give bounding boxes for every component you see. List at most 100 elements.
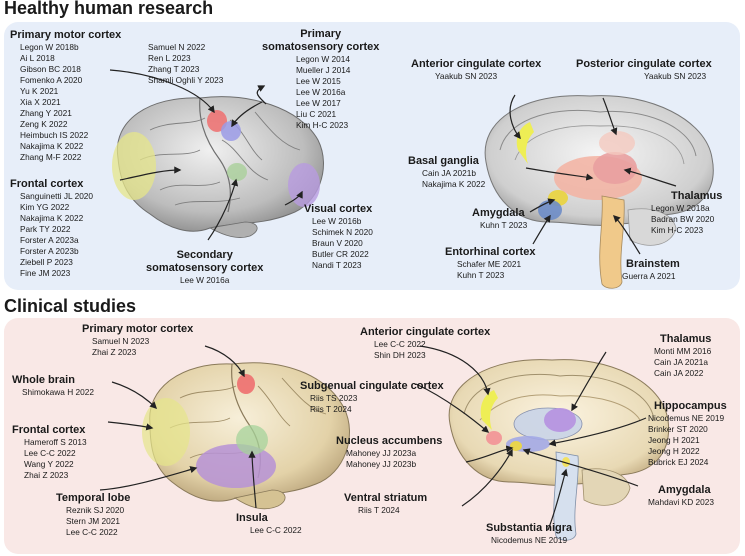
ref-item: Xia X 2021 <box>20 97 61 107</box>
clinical-frontal-region <box>142 398 190 466</box>
healthy-secondary-somato-title-2: somatosensory cortex <box>146 262 264 274</box>
healthy-section-title: Healthy human research <box>4 0 214 18</box>
ref-item: Lee C-C 2022 <box>250 525 302 535</box>
ref-item: Kuhn T 2023 <box>457 270 505 280</box>
clinical-substantia-nigra-label: Substantia nigra Nicodemus NE 2019 <box>486 522 572 546</box>
healthy-thalamus-label: Thalamus Legon W 2018a Badran BW 2020 Ki… <box>651 190 722 236</box>
healthy-motor-extra-label: Samuel N 2022 Ren L 2023 Zhang T 2023 Sh… <box>148 42 223 86</box>
ref-item: Nakajima K 2022 <box>20 141 84 151</box>
ref-item: Zhang T 2023 <box>148 64 200 74</box>
ref-item: Cain JA 2022 <box>654 368 704 378</box>
clinical-frontal-title: Frontal cortex <box>12 424 86 436</box>
healthy-amygdala-label: Amygdala Kuhn T 2023 <box>472 207 527 231</box>
healthy-posterior-cingulate-region <box>599 131 635 155</box>
clinical-insula-title: Insula <box>236 512 268 524</box>
clinical-thalamus-region <box>544 408 576 432</box>
healthy-visual-title: Visual cortex <box>304 203 373 215</box>
clinical-amygdala-label: Amygdala Mahdavi KD 2023 <box>648 484 714 508</box>
ref-item: Park TY 2022 <box>20 224 71 234</box>
healthy-somato-region <box>221 121 241 141</box>
ref-item: Gibson BC 2018 <box>20 64 81 74</box>
clinical-substantia-nigra-title: Substantia nigra <box>486 522 573 534</box>
clinical-ventral-striatum-label: Ventral striatum Riis T 2024 <box>344 492 427 516</box>
ref-item: Yu K 2021 <box>20 86 59 96</box>
healthy-anterior-cingulate-label: Anterior cingulate cortex Yaakub SN 2023 <box>411 58 541 82</box>
healthy-posterior-cingulate-label: Posterior cingulate cortex Yaakub SN 202… <box>576 58 712 82</box>
ref-item: Zhai Z 2023 <box>24 470 69 480</box>
clinical-arrows <box>99 345 647 531</box>
ref-item: Lee W 2017 <box>296 98 341 108</box>
ref-item: Schafer ME 2021 <box>457 259 522 269</box>
ref-item: Lee W 2016a <box>180 275 230 285</box>
ref-item: Nakajima K 2022 <box>422 179 486 189</box>
ref-item: Hameroff S 2013 <box>24 437 87 447</box>
ref-item: Legon W 2018a <box>651 203 710 213</box>
ref-item: Liu C 2021 <box>296 109 337 119</box>
ref-item: Monti MM 2016 <box>654 346 712 356</box>
ref-item: Butler CR 2022 <box>312 249 369 259</box>
ref-item: Kim H-C 2023 <box>296 120 349 130</box>
ref-item: Lee W 2016b <box>312 216 362 226</box>
ref-item: Samuel N 2022 <box>148 42 206 52</box>
ref-item: Samuel N 2023 <box>92 336 150 346</box>
ref-item: Kuhn T 2023 <box>480 220 528 230</box>
ref-item: Lee W 2016a <box>296 87 346 97</box>
ref-item: Lee W 2015 <box>296 76 341 86</box>
clinical-insula-label: Insula Lee C-C 2022 <box>236 512 302 536</box>
ref-item: Lee C-C 2022 <box>66 527 118 537</box>
healthy-secondary-somato-title-1: Secondary <box>176 249 233 261</box>
healthy-amygdala-title: Amygdala <box>472 207 525 219</box>
healthy-brainstem-title: Brainstem <box>626 258 680 270</box>
clinical-thalamus-label: Thalamus Monti MM 2016 Cain JA 2021a Cai… <box>654 333 711 379</box>
ref-item: Ren L 2023 <box>148 53 191 63</box>
healthy-arrows <box>109 69 677 255</box>
clinical-anterior-cingulate-label: Anterior cingulate cortex Lee C-C 2022 S… <box>360 326 490 361</box>
clinical-temporal-label: Temporal lobe Reznik SJ 2020 Stern JM 20… <box>56 492 130 538</box>
ref-item: Shamli Oghli Y 2023 <box>148 75 224 85</box>
healthy-primary-somato-title-2: somatosensory cortex <box>262 41 380 53</box>
clinical-amygdala-region <box>510 441 522 451</box>
ref-item: Zhang M-F 2022 <box>20 152 82 162</box>
healthy-anterior-cingulate-region <box>516 122 534 164</box>
ref-item: Ai L 2018 <box>20 53 55 63</box>
healthy-brainstem-region <box>599 195 625 289</box>
clinical-subgenual-region <box>486 431 502 445</box>
ref-item: Fomenko A 2020 <box>20 75 83 85</box>
clinical-anterior-cingulate-region <box>480 390 498 430</box>
clinical-whole-brain-title: Whole brain <box>12 374 75 386</box>
clinical-thalamus-title: Thalamus <box>660 333 712 345</box>
healthy-thalamus-title: Thalamus <box>671 190 723 202</box>
ref-item: Stern JM 2021 <box>66 516 120 526</box>
ref-item: Jeong H 2021 <box>648 435 700 445</box>
clinical-primary-motor-label: Primary motor cortex Samuel N 2023 Zhai … <box>82 323 193 358</box>
healthy-anterior-cingulate-title: Anterior cingulate cortex <box>411 58 542 70</box>
healthy-thalamus-region <box>593 152 637 184</box>
clinical-whole-brain-label: Whole brain Shimokawa H 2022 <box>12 374 94 398</box>
ref-item: Fine JM 2023 <box>20 268 71 278</box>
ref-item: Zhai Z 2023 <box>92 347 137 357</box>
clinical-nucleus-accumbens-label: Nucleus accumbens Mahoney JJ 2023a Mahon… <box>336 435 442 470</box>
ref-item: Yaakub SN 2023 <box>644 71 707 81</box>
clinical-subgenual-title: Subgenual cingulate cortex <box>300 380 444 392</box>
ref-item: Reznik SJ 2020 <box>66 505 125 515</box>
clinical-primary-motor-title: Primary motor cortex <box>82 323 194 335</box>
ref-item: Schimek N 2020 <box>312 227 373 237</box>
healthy-frontal-title: Frontal cortex <box>10 178 84 190</box>
ref-item: Kim H-C 2023 <box>651 225 704 235</box>
ref-item: Braun V 2020 <box>312 238 363 248</box>
ref-item: Nakajima K 2022 <box>20 213 84 223</box>
ref-item: Nicodemus NE 2019 <box>491 535 568 545</box>
ref-item: Wang Y 2022 <box>24 459 74 469</box>
ref-item: Badran BW 2020 <box>651 214 715 224</box>
ref-item: Mahoney JJ 2023b <box>346 459 417 469</box>
ref-item: Brinker ST 2020 <box>648 424 708 434</box>
ref-item: Cain JA 2021b <box>422 168 476 178</box>
ref-item: Mahdavi KD 2023 <box>648 497 714 507</box>
clinical-midsagittal-brain <box>448 359 670 541</box>
healthy-frontal-region <box>112 132 156 200</box>
ref-item: Lee C-C 2022 <box>374 339 426 349</box>
healthy-basal-ganglia-label: Basal ganglia Cain JA 2021b Nakajima K 2… <box>408 155 485 190</box>
healthy-primary-motor-title: Primary motor cortex <box>10 29 122 41</box>
clinical-substantia-region <box>562 457 570 467</box>
